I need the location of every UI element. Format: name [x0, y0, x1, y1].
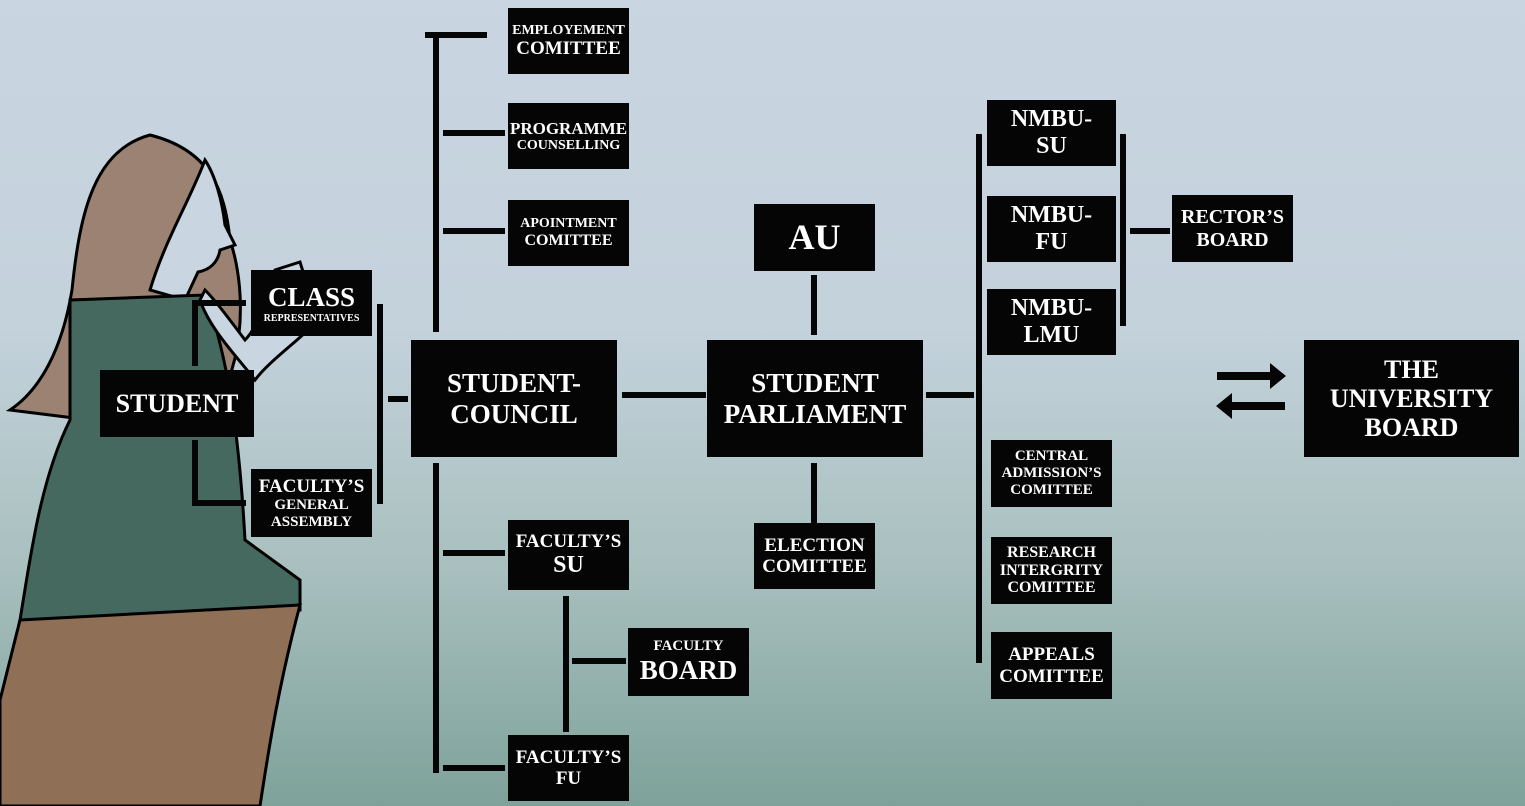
connector — [572, 658, 626, 664]
nmbu-fu-node: NMBU- FU — [987, 196, 1116, 262]
connector — [192, 300, 246, 306]
employment-committee-node: EMPLOYEMENT COMITTEE — [508, 8, 629, 74]
student-node: STUDENT — [100, 370, 254, 437]
connector — [192, 300, 198, 366]
skirt-shape — [0, 603, 302, 806]
connector — [433, 32, 439, 332]
connector — [443, 550, 505, 556]
faculty-general-assembly-node: FACULTY’S GENERAL ASSEMBLY — [251, 469, 372, 537]
student-council-node: STUDENT- COUNCIL — [411, 340, 617, 457]
class-representatives-node: CLASS REPRESENTATIVES — [251, 270, 372, 336]
connector — [811, 463, 817, 523]
connector — [425, 32, 487, 38]
connector — [811, 275, 817, 335]
connector — [377, 304, 383, 504]
connector — [443, 228, 505, 234]
nmbu-su-node: NMBU- SU — [987, 100, 1116, 166]
connector — [622, 392, 706, 398]
au-node: AU — [754, 204, 875, 271]
connector — [1120, 134, 1126, 326]
rectors-board-node: RECTOR’S BOARD — [1172, 195, 1293, 262]
student-parliament-node: STUDENT PARLIAMENT — [707, 340, 923, 457]
research-integrity-committee-node: RESEARCH INTERGRITY COMITTEE — [991, 537, 1112, 604]
faculty-board-node: FACULTY BOARD — [628, 628, 749, 696]
faculty-su-node: FACULTY’S SU — [508, 520, 629, 590]
appointment-committee-node: APOINTMENT COMITTEE — [508, 200, 629, 266]
connector — [433, 463, 439, 773]
university-board-node: THE UNIVERSITY BOARD — [1304, 340, 1519, 457]
bidirectional-arrow-icon — [1216, 363, 1286, 419]
connector — [443, 130, 505, 136]
face-shape — [148, 156, 238, 302]
connector — [443, 765, 505, 771]
dress-top-shape — [18, 293, 302, 632]
connector — [192, 500, 246, 506]
connector — [976, 134, 982, 663]
student-figure-illustration — [0, 133, 320, 806]
connector — [563, 596, 569, 732]
faculty-fu-node: FACULTY’S FU — [508, 735, 629, 801]
nmbu-lmu-node: NMBU- LMU — [987, 289, 1116, 355]
central-admission-committee-node: CENTRAL ADMISSION’S COMITTEE — [991, 440, 1112, 507]
election-committee-node: ELECTION COMITTEE — [754, 523, 875, 589]
connector — [926, 392, 974, 398]
connector — [192, 440, 198, 506]
programme-counselling-node: PROGRAMME COUNSELLING — [508, 103, 629, 169]
connector — [1130, 228, 1170, 234]
connector — [388, 396, 408, 402]
appeals-committee-node: APPEALS COMITTEE — [991, 632, 1112, 699]
